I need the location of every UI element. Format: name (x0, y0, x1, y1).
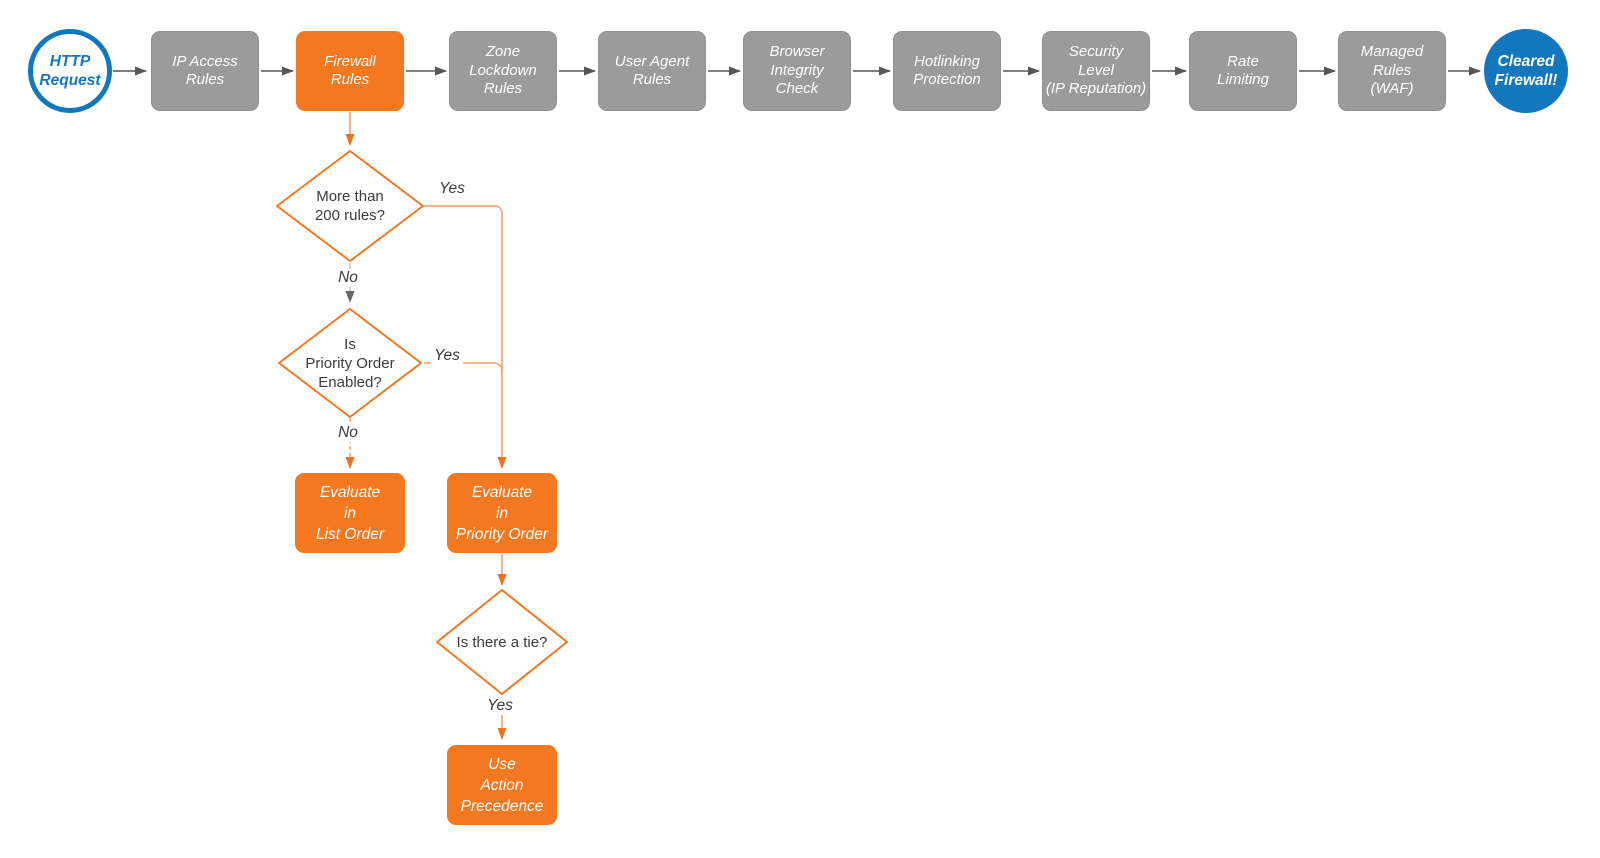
step-zone-lockdown-rules: Zone Lockdown Rules (449, 31, 557, 111)
edge-label-no-decision2: No (335, 424, 361, 442)
edge-label-yes-decision3: Yes (484, 697, 516, 715)
step-managed-rules-waf: Managed Rules (WAF) (1338, 31, 1446, 111)
step-browser-integrity-check: Browser Integrity Check (743, 31, 851, 111)
step-user-agent-rules: User Agent Rules (598, 31, 706, 111)
step-rate-limiting: Rate Limiting (1189, 31, 1297, 111)
decision-is-there-a-tie: Is there a tie? (456, 633, 548, 651)
decision-priority-order-enabled: Is Priority Order Enabled? (305, 335, 395, 391)
decision-more-than-200-rules: More than 200 rules? (314, 188, 386, 224)
step-ip-access-rules: IP Access Rules (151, 31, 259, 111)
start-node-http-request: HTTP Request (28, 29, 112, 113)
edge-label-yes-decision2: Yes (431, 347, 463, 365)
arrow-decision1-yes-to-priority-order (424, 205, 507, 469)
action-evaluate-in-list-order: Evaluate in List Order (295, 473, 405, 553)
edge-label-yes-decision1: Yes (436, 180, 468, 198)
step-hotlinking-protection: Hotlinking Protection (893, 31, 1001, 111)
step-firewall-rules: Firewall Rules (296, 31, 404, 111)
edge-label-no-decision1: No (335, 269, 361, 287)
step-security-level: Security Level (IP Reputation) (1042, 31, 1150, 111)
decision-more-than-200-rules-shape (276, 150, 424, 262)
action-evaluate-in-priority-order: Evaluate in Priority Order (447, 473, 557, 553)
end-node-cleared-firewall: Cleared Firewall! (1484, 29, 1568, 113)
decision-priority-order-enabled-shape (278, 308, 422, 418)
action-use-action-precedence: Use Action Precedence (447, 745, 557, 825)
decision-is-there-a-tie-shape (436, 589, 568, 695)
